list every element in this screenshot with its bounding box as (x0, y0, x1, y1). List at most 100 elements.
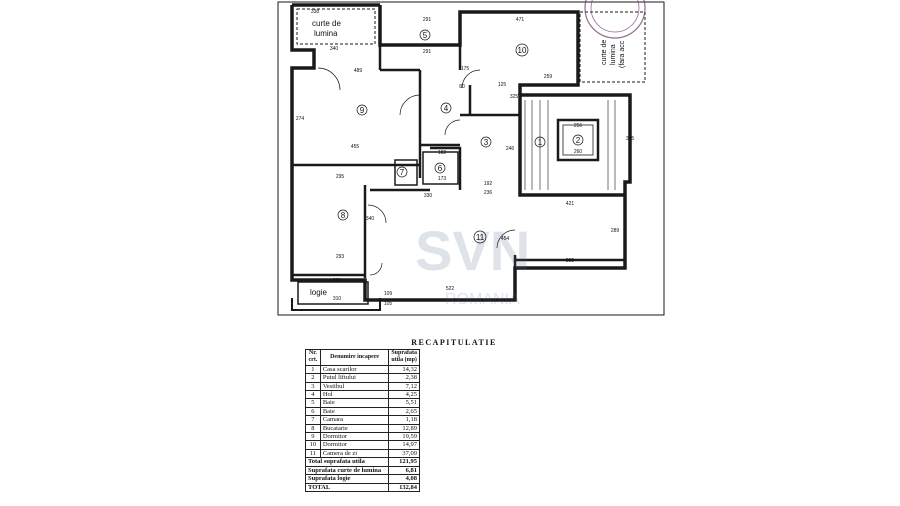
watermark-brand: SVN (415, 219, 530, 282)
lift-shaft (556, 118, 600, 162)
dimension-label: 291 (333, 278, 342, 284)
room-number-2: 2 (576, 136, 581, 145)
dimension-label: 173 (438, 176, 447, 182)
dimension-label: 246 (506, 146, 515, 152)
dimension-label: 330 (424, 193, 433, 199)
row-name: Camera de zi (319, 448, 390, 459)
dimension-label: 295 (336, 174, 345, 180)
row-nr: 9 (305, 432, 321, 442)
row-nr: 7 (305, 415, 321, 425)
room-number-5: 5 (423, 31, 428, 40)
dimension-label: 395 (626, 136, 635, 142)
dimension-label: 325 (510, 94, 519, 100)
dimension-label: 295 (566, 258, 575, 264)
dimension-label: 192 (484, 181, 493, 187)
row-area: 5,51 (388, 398, 420, 408)
room-number-3: 3 (484, 138, 489, 147)
room-number-6: 6 (438, 164, 443, 173)
row-area: 19,59 (388, 432, 420, 442)
interior-walls (292, 45, 625, 300)
dimension-label: 454 (501, 236, 510, 242)
room-number-10: 10 (518, 46, 527, 55)
dimension-label: 455 (351, 144, 360, 150)
total-name: Total suprafata utila (304, 457, 390, 467)
dimension-label: 125 (498, 82, 507, 88)
row-nr: 11 (305, 448, 321, 459)
total-area: 4,08 (388, 474, 420, 484)
light-well-left (296, 8, 376, 45)
floor-plan: SVN ROMANIA curte de lumina logie curte … (277, 0, 665, 316)
row-name: Dormitor (319, 432, 390, 442)
row-area: 12,89 (388, 423, 420, 434)
dimension-label: 175 (461, 66, 470, 72)
dimension-label: 274 (296, 116, 305, 122)
row-area: 14,97 (388, 440, 420, 450)
dimension-label: 471 (516, 17, 525, 23)
row-nr: 8 (305, 423, 321, 434)
row-name: Vestibul (319, 381, 390, 392)
room-number-9: 9 (360, 106, 365, 115)
row-area: 7,12 (388, 381, 420, 392)
dimension-label: 182 (438, 150, 447, 156)
dimension-label: 259 (544, 74, 553, 80)
dimension-label: 338 (311, 9, 320, 15)
light-well-left-label-1: curte de (312, 19, 341, 28)
recap-title: RECAPITULATIE (411, 338, 497, 347)
official-stamp (584, 0, 646, 39)
total-name: TOTAL (304, 482, 390, 492)
row-area: 14,32 (388, 364, 420, 375)
total-name: Suprafata curte de lumina (304, 465, 390, 476)
plan-outer-frame (277, 1, 665, 316)
dimension-label: 109 (384, 291, 393, 297)
row-name: Putul liftului (319, 373, 390, 383)
room-number-1: 1 (538, 138, 543, 147)
dimension-label: 105 (384, 301, 393, 307)
row-area: 4,25 (388, 390, 420, 400)
dimension-label: 291 (423, 49, 432, 55)
dimension-label: 489 (354, 68, 363, 74)
recap-header-row: Nr. crt. Denumire incapere Suprafata uti… (305, 349, 420, 366)
row-name: Hol (319, 390, 390, 400)
row-area: 1,18 (388, 415, 420, 425)
dimension-label: 260 (574, 149, 583, 155)
dimension-label: 289 (611, 228, 620, 234)
recap-table: Nr. crt. Denumire incapere Suprafata uti… (304, 349, 420, 492)
dimension-label: 80 (459, 84, 465, 90)
light-well-right-label-1: curte de (601, 40, 608, 65)
loggia-area (297, 281, 369, 305)
dimension-label: 291 (423, 17, 432, 23)
room-number-11: 11 (476, 233, 485, 242)
dimension-label: 340 (330, 46, 339, 52)
light-well-right (579, 11, 646, 83)
header-area: Suprafata utila (mp) (388, 349, 420, 366)
header-name: Denumire incapere (319, 349, 390, 366)
total-area: 6,81 (388, 465, 420, 476)
watermark: SVN ROMANIA (415, 219, 530, 308)
row-nr: 4 (305, 390, 321, 400)
row-nr: 1 (305, 364, 321, 375)
room-number-7: 7 (400, 168, 405, 177)
dimension-label: 421 (566, 201, 575, 207)
row-name: Baie (319, 398, 390, 408)
row-nr: 2 (305, 373, 321, 383)
row-nr: 6 (305, 406, 321, 417)
row-area: 2,65 (388, 406, 420, 417)
dimension-label: 293 (336, 254, 345, 260)
watermark-subtitle: ROMANIA (445, 291, 520, 308)
row-name: Camara (319, 415, 390, 425)
row-nr: 3 (305, 381, 321, 392)
